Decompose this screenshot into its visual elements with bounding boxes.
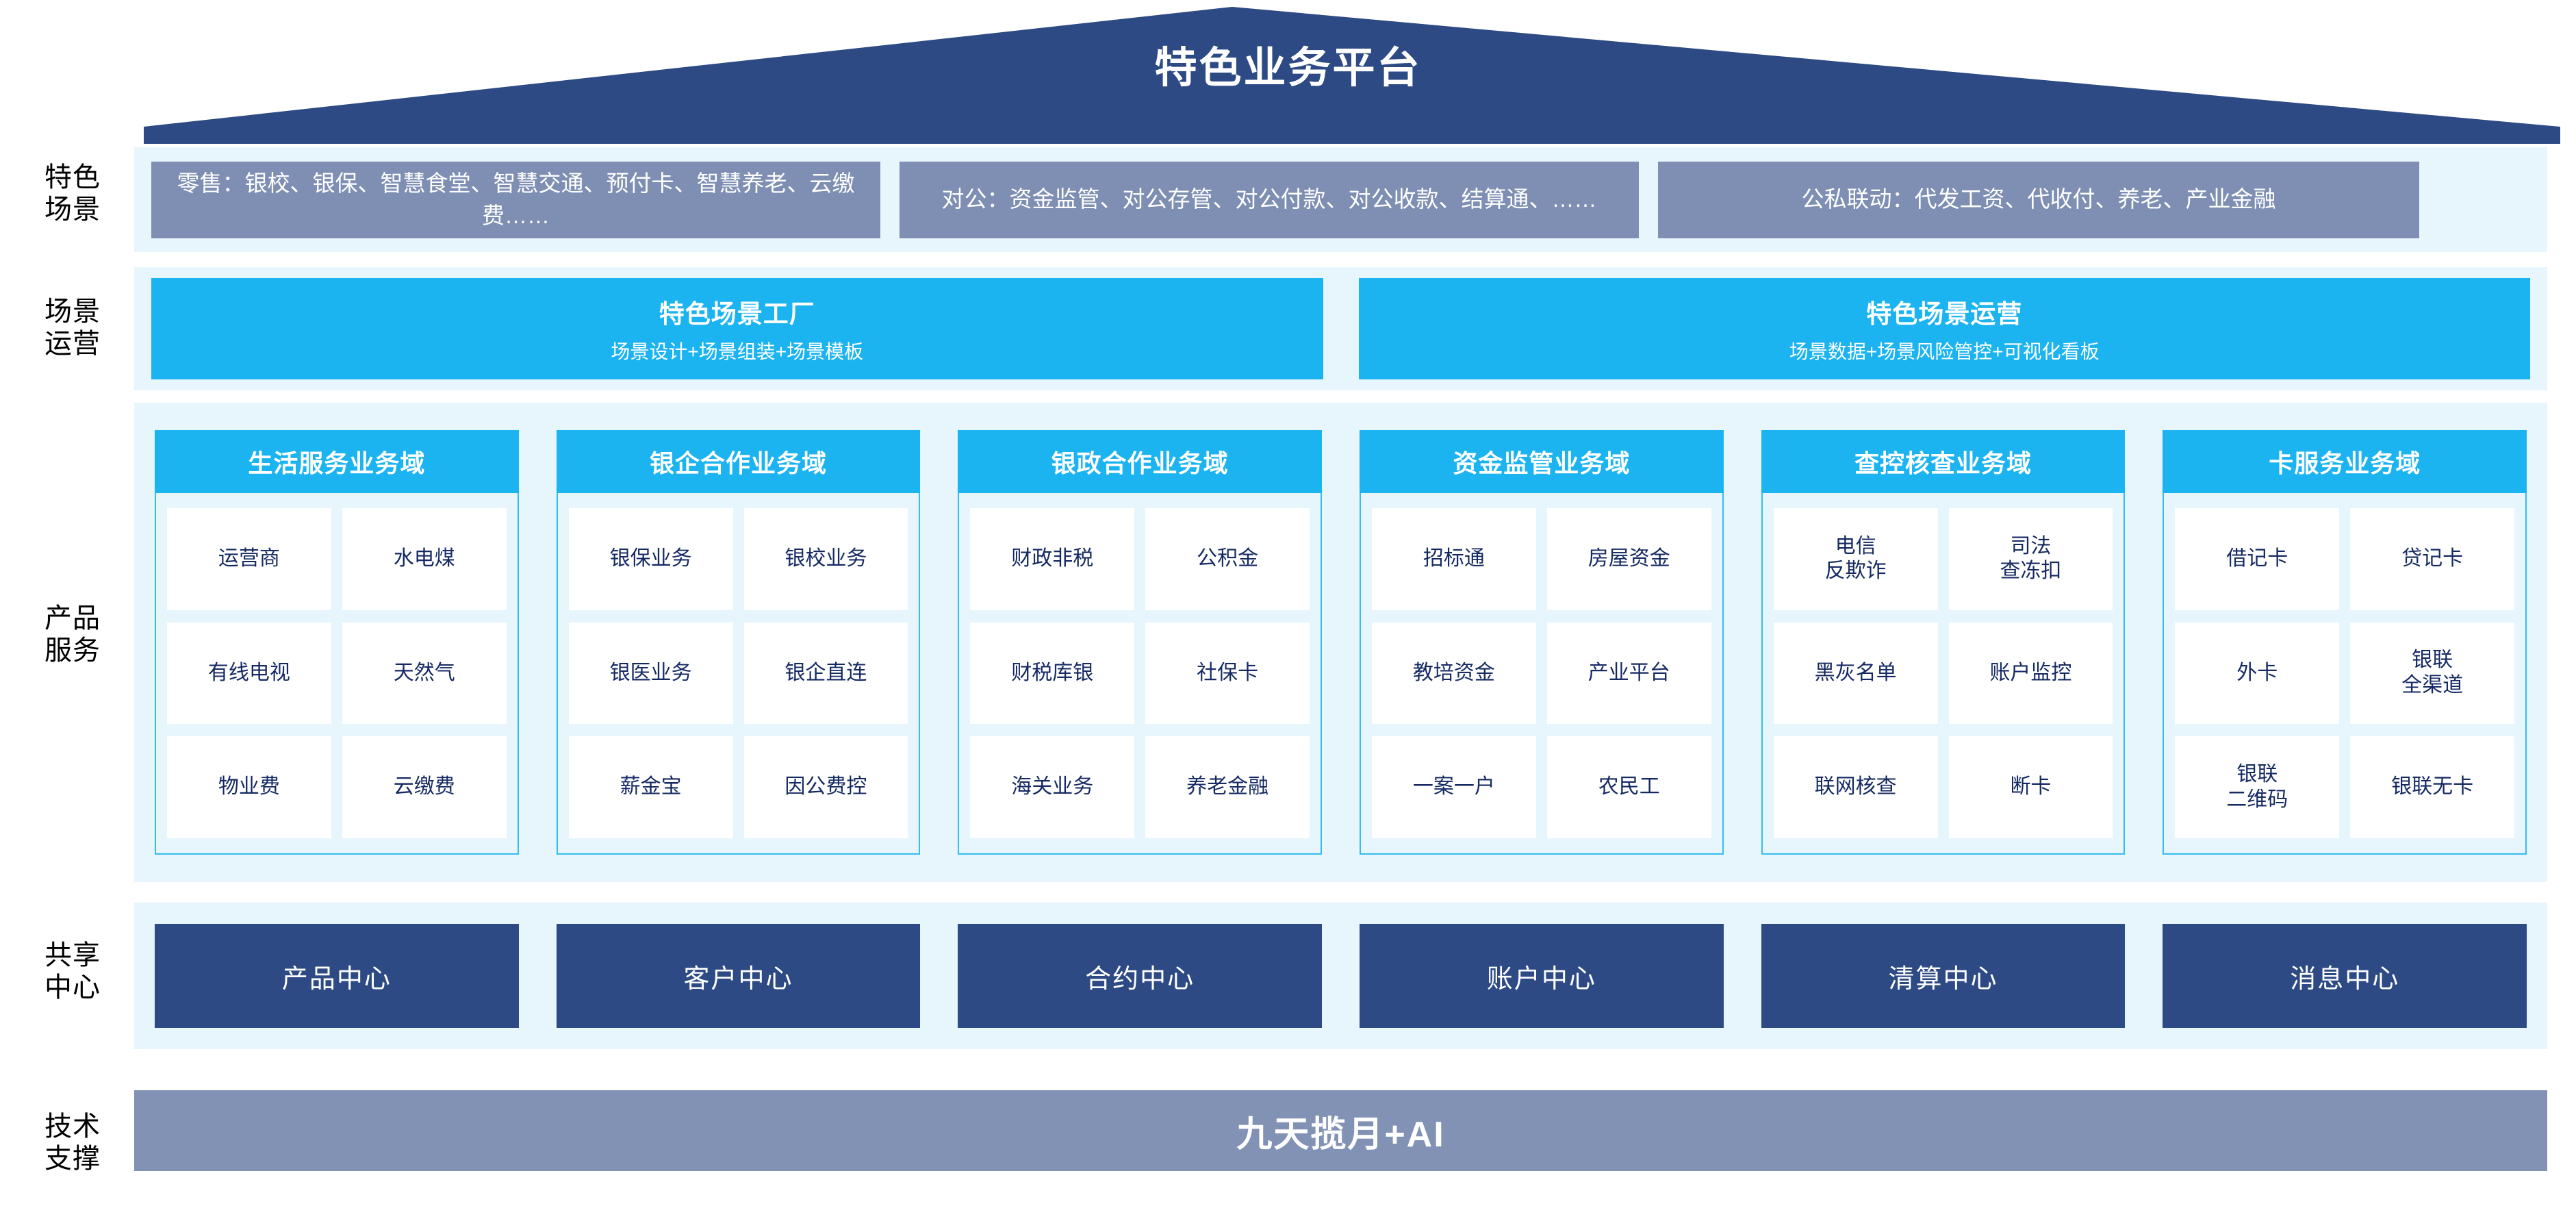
platform-roof-banner: 特色业务平台 [0,0,2576,144]
product-domain-bank-enterprise: 银企合作业务域 银保业务 银校业务 银医业务 银企直连 薪金宝 因公费控 [556,430,921,855]
product-cell[interactable]: 物业费 [167,736,331,838]
product-cell[interactable]: 账户监控 [1948,622,2113,725]
product-cell[interactable]: 房屋资金 [1546,508,1711,610]
product-cell[interactable]: 招标通 [1372,508,1536,610]
shared-center-product[interactable]: 产品中心 [155,924,519,1028]
product-domain-header: 卡服务业务域 [2163,430,2527,493]
product-cell[interactable]: 因公费控 [743,736,908,838]
product-cell[interactable]: 银企直连 [743,622,908,725]
scenario-box-list: 零售：银校、银保、智慧食堂、智慧交通、预付卡、智慧养老、云缴费…… 对公：资金监… [134,147,2547,252]
scenario-band: 零售：银校、银保、智慧食堂、智慧交通、预付卡、智慧养老、云缴费…… 对公：资金监… [134,147,2547,252]
product-cell[interactable]: 财税库银 [970,622,1135,725]
product-domain-investigation: 查控核查业务域 电信 反欺诈 司法 查冻扣 黑灰名单 账户监控 联网核查 断卡 [1761,430,2126,855]
product-cell-grid: 运营商 水电煤 有线电视 天然气 物业费 云缴费 [155,493,519,855]
product-cell[interactable]: 云缴费 [342,736,507,838]
shared-centers-band: 产品中心 客户中心 合约中心 账户中心 清算中心 消息中心 [134,903,2547,1049]
product-cell[interactable]: 外卡 [2175,622,2340,725]
product-cell-grid: 银保业务 银校业务 银医业务 银企直连 薪金宝 因公费控 [556,493,921,855]
product-cell[interactable]: 电信 反欺诈 [1773,508,1938,610]
operations-band: 特色场景工厂 场景设计+场景组装+场景模板 特色场景运营 场景数据+场景风险管控… [134,267,2547,390]
product-domain-fund-supervision: 资金监管业务域 招标通 房屋资金 教培资金 产业平台 一案一户 农民工 [1360,430,1724,855]
product-cell[interactable]: 农民工 [1546,736,1711,838]
products-band: 生活服务业务域 运营商 水电煤 有线电视 天然气 物业费 云缴费 银企合作业务域… [134,403,2547,882]
product-cell[interactable]: 一案一户 [1372,736,1536,838]
product-domain-card-service: 卡服务业务域 借记卡 贷记卡 外卡 银联 全渠道 银联 二维码 银联无卡 [2163,430,2527,855]
operations-title: 特色场景运营 [1866,300,2023,328]
product-domain-header: 生活服务业务域 [155,430,519,493]
operations-title: 特色场景工厂 [659,300,815,328]
product-cell[interactable]: 借记卡 [2175,508,2340,610]
product-cell[interactable]: 司法 查冻扣 [1948,508,2113,610]
row-label-shared: 共享 中心 [44,940,101,1003]
operations-box-list: 特色场景工厂 场景设计+场景组装+场景模板 特色场景运营 场景数据+场景风险管控… [134,267,2547,390]
product-cell[interactable]: 黑灰名单 [1773,622,1938,725]
tech-support-bar[interactable]: 九天揽月+AI [134,1090,2547,1171]
product-cell[interactable]: 社保卡 [1145,622,1310,725]
product-domain-header: 查控核查业务域 [1761,430,2126,493]
shared-center-account[interactable]: 账户中心 [1360,924,1724,1028]
roof-shape-icon [144,7,2560,144]
scenario-box-corporate[interactable]: 对公：资金监管、对公存管、对公付款、对公收款、结算通、…… [900,161,1639,238]
product-cell[interactable]: 银联 二维码 [2175,736,2340,838]
product-cell[interactable]: 海关业务 [970,736,1135,838]
product-cell[interactable]: 联网核查 [1773,736,1938,838]
row-label-scenario: 特色 场景 [44,162,101,225]
product-cell[interactable]: 银联 全渠道 [2350,622,2515,725]
shared-center-contract[interactable]: 合约中心 [958,924,1323,1028]
product-cell[interactable]: 银校业务 [743,508,908,610]
product-cell[interactable]: 教培资金 [1372,622,1536,725]
product-cell-grid: 财政非税 公积金 财税库银 社保卡 海关业务 养老金融 [958,493,1323,855]
product-cell[interactable]: 银医业务 [568,622,733,725]
product-cell[interactable]: 天然气 [342,622,507,725]
product-cell[interactable]: 有线电视 [167,622,331,725]
row-label-operations: 场景 运营 [44,297,101,360]
operations-subtitle: 场景数据+场景风险管控+可视化看板 [1789,341,2100,362]
product-cell-grid: 招标通 房屋资金 教培资金 产业平台 一案一户 农民工 [1360,493,1724,855]
product-cell-grid: 借记卡 贷记卡 外卡 银联 全渠道 银联 二维码 银联无卡 [2163,493,2527,855]
product-cell[interactable]: 产业平台 [1546,622,1711,725]
product-cell[interactable]: 养老金融 [1145,736,1310,838]
scenario-box-linkage[interactable]: 公私联动：代发工资、代收付、养老、产业金融 [1658,161,2419,238]
operations-box-scene-factory[interactable]: 特色场景工厂 场景设计+场景组装+场景模板 [151,278,1323,379]
product-cell[interactable]: 贷记卡 [2350,508,2515,610]
product-domain-list: 生活服务业务域 运营商 水电煤 有线电视 天然气 物业费 云缴费 银企合作业务域… [134,403,2547,882]
row-label-tech: 技术 支撑 [44,1111,101,1174]
product-cell[interactable]: 银保业务 [568,508,733,610]
shared-center-clearing[interactable]: 清算中心 [1761,924,2126,1028]
shared-center-message[interactable]: 消息中心 [2163,924,2527,1028]
product-cell[interactable]: 银联无卡 [2350,736,2515,838]
product-cell[interactable]: 薪金宝 [568,736,733,838]
shared-center-list: 产品中心 客户中心 合约中心 账户中心 清算中心 消息中心 [134,903,2547,1049]
product-cell[interactable]: 财政非税 [970,508,1135,610]
scenario-box-retail[interactable]: 零售：银校、银保、智慧食堂、智慧交通、预付卡、智慧养老、云缴费…… [151,161,880,238]
product-domain-header: 银政合作业务域 [958,430,1323,493]
row-label-products: 产品 服务 [44,603,101,666]
product-domain-header: 资金监管业务域 [1360,430,1724,493]
product-cell-grid: 电信 反欺诈 司法 查冻扣 黑灰名单 账户监控 联网核查 断卡 [1761,493,2126,855]
product-cell[interactable]: 运营商 [167,508,331,610]
product-cell[interactable]: 水电煤 [342,508,507,610]
product-domain-bank-government: 银政合作业务域 财政非税 公积金 财税库银 社保卡 海关业务 养老金融 [958,430,1323,855]
operations-subtitle: 场景设计+场景组装+场景模板 [611,341,864,362]
product-domain-life-service: 生活服务业务域 运营商 水电煤 有线电视 天然气 物业费 云缴费 [155,430,519,855]
product-domain-header: 银企合作业务域 [556,430,921,493]
product-cell[interactable]: 公积金 [1145,508,1310,610]
operations-box-scene-operation[interactable]: 特色场景运营 场景数据+场景风险管控+可视化看板 [1358,278,2530,379]
product-cell[interactable]: 断卡 [1948,736,2113,838]
tech-support-band: 九天揽月+AI [134,1081,2547,1214]
shared-center-customer[interactable]: 客户中心 [556,924,921,1028]
